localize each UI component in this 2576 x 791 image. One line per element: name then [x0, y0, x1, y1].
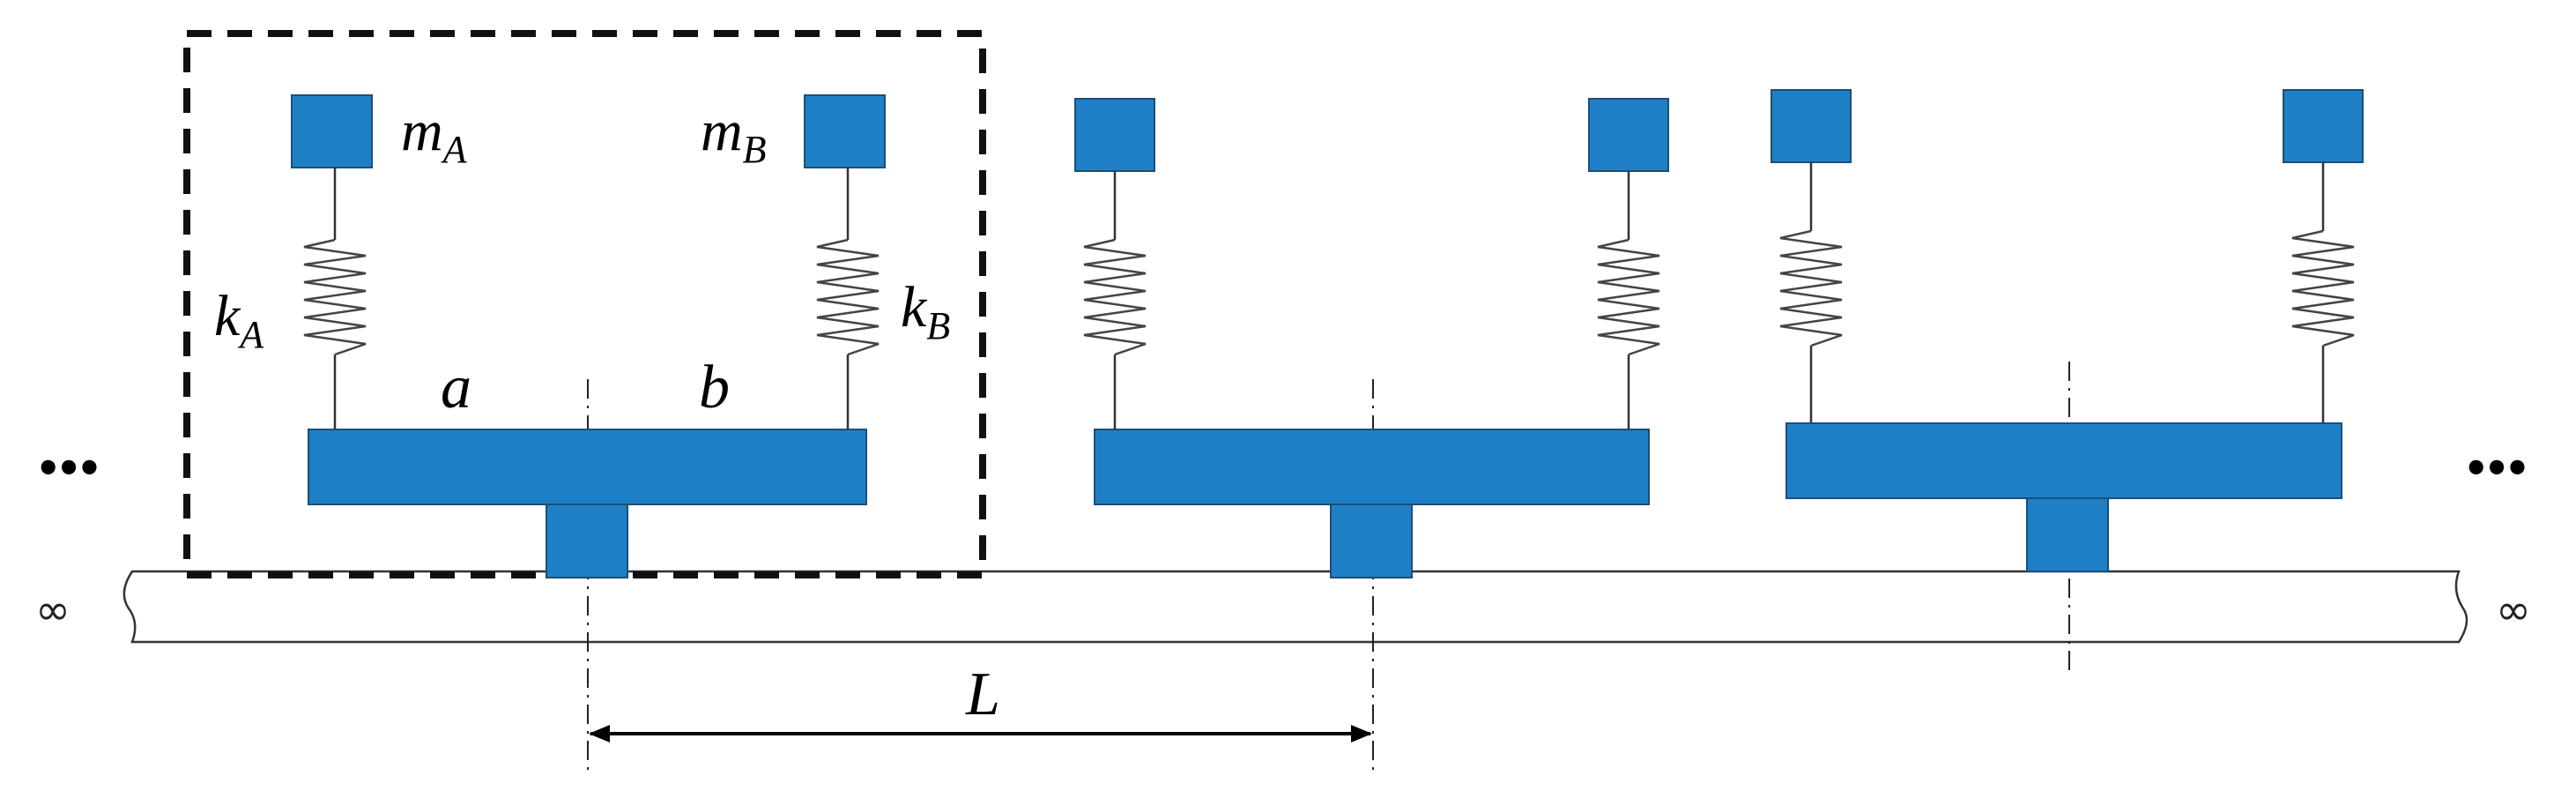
- resonator-unit-3: [1771, 89, 2364, 670]
- spring-b-label: kB: [901, 275, 950, 347]
- mass-b-label: mB: [701, 99, 767, 171]
- mass-b-2: [1588, 98, 1669, 172]
- base-beam: [122, 570, 2468, 644]
- unit-cell-boundary: [183, 30, 986, 578]
- mass-a-3: [1771, 89, 1852, 163]
- spring-b-1: [816, 238, 880, 356]
- spring-a-label: kA: [214, 284, 264, 356]
- left-ellipsis: •••: [35, 444, 97, 492]
- mass-a-label: mA: [401, 99, 468, 171]
- spring-a-3: [1779, 229, 1843, 347]
- spring-b-2: [1597, 238, 1660, 356]
- mass-b-1: [804, 94, 886, 168]
- host-beam-1: [308, 429, 867, 505]
- left-infinity-symbol: ∞: [35, 586, 71, 635]
- resonator-unit-1: [291, 94, 886, 772]
- spring-a-2: [1083, 238, 1147, 356]
- support-1: [546, 504, 628, 578]
- host-beam-2: [1094, 429, 1650, 505]
- host-beam-3: [1785, 422, 2342, 499]
- spring-a-1: [303, 238, 367, 356]
- support-2: [1330, 504, 1413, 578]
- mass-a-2: [1074, 98, 1155, 172]
- mass-b-3: [2283, 89, 2364, 163]
- arm-b-label: b: [699, 354, 730, 422]
- support-3: [2026, 497, 2109, 572]
- arm-a-label: a: [441, 354, 471, 422]
- right-ellipsis: •••: [2463, 444, 2525, 492]
- right-infinity-symbol: ∞: [2496, 586, 2531, 635]
- spacing-label: L: [965, 660, 1000, 728]
- spring-b-3: [2291, 229, 2355, 347]
- resonator-unit-2: [1074, 98, 1669, 772]
- mass-a-1: [291, 94, 373, 168]
